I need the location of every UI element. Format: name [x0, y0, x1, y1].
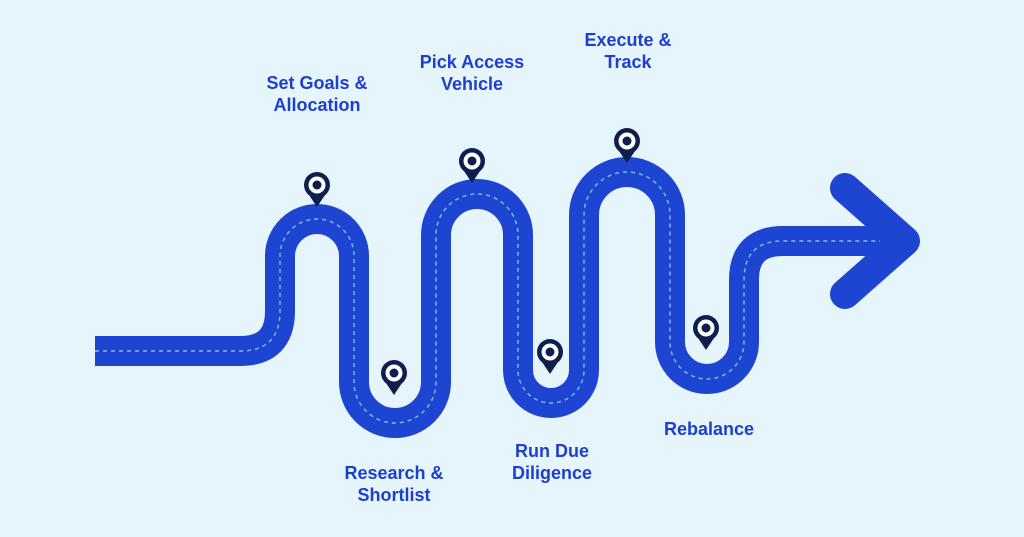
step-label-line: Track: [604, 52, 652, 72]
step-label-line: Diligence: [511, 463, 593, 483]
step-label-due-diligence: Run Due Diligence: [480, 440, 624, 484]
step-label-line: Execute &: [584, 30, 672, 50]
step-label-line: Set Goals &: [266, 73, 368, 93]
step-label-execute: Execute & Track: [556, 29, 700, 73]
step-label-line: Pick Access: [419, 52, 525, 72]
location-pin-icon: [304, 172, 330, 207]
location-pin-icon: [693, 315, 719, 350]
step-label-line: Rebalance: [663, 419, 755, 439]
step-label-set-goals: Set Goals & Allocation: [245, 72, 389, 116]
location-pin-icon: [381, 360, 407, 395]
location-pin-icon: [537, 339, 563, 374]
step-label-pick-vehicle: Pick Access Vehicle: [400, 51, 544, 95]
step-label-line: Research &: [344, 463, 444, 483]
step-label-line: Vehicle: [440, 74, 504, 94]
winding-road: [95, 157, 905, 438]
step-label-line: Shortlist: [357, 485, 431, 505]
step-label-line: Allocation: [273, 95, 361, 115]
location-pin-icon: [614, 128, 640, 163]
step-label-line: Run Due: [515, 441, 589, 461]
arrow-right-icon: [830, 173, 920, 309]
location-pin-icon: [459, 148, 485, 183]
step-label-research: Research & Shortlist: [322, 462, 466, 506]
step-label-rebalance: Rebalance: [637, 418, 781, 440]
